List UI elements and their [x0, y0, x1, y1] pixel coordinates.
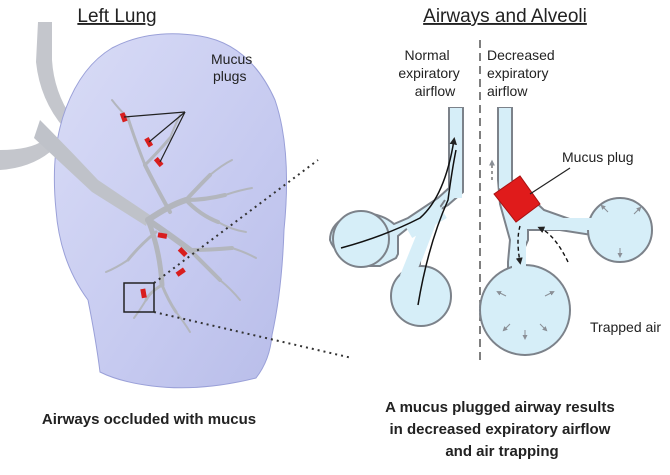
mucus-plug-pointer [529, 167, 571, 195]
mucus-plug-marker [157, 232, 168, 239]
zoom-box [123, 282, 155, 313]
mucus-plugs-label: Mucus plugs [211, 51, 256, 84]
bronchial-tree [105, 99, 257, 333]
left-panel: Left Lung Mucus plugs Airways occluded w… [0, 6, 353, 428]
normal-airflow-label: Normal expiratory airflow [398, 47, 463, 99]
mucus-plug-marker [177, 247, 188, 257]
mucus-plug [493, 175, 541, 223]
mucus-plug-marker [144, 137, 154, 148]
mucus-plug-pointers [123, 111, 186, 163]
left-panel-title: Left Lung [77, 6, 156, 27]
mucus-plug-label: Mucus plug [562, 149, 634, 165]
mucus-plug-marker [140, 288, 147, 299]
trapped-air-label: Trapped air [590, 319, 661, 335]
normal-airflow-label-line: Normal [404, 47, 449, 63]
normal-airway [328, 107, 464, 327]
mucus-plugs-label-line: Mucus [211, 51, 252, 67]
decreased-airflow-label-line: airflow [487, 83, 528, 99]
right-panel-caption-line: in decreased expiratory airflow [389, 421, 610, 438]
right-panel-caption-line: A mucus plugged airway results [385, 399, 615, 416]
mucus-plugs [119, 112, 188, 299]
normal-flow-arrows [340, 137, 457, 306]
trachea [0, 22, 72, 170]
plugged-airway [479, 107, 653, 356]
decreased-airflow-label-line: Decreased [487, 47, 555, 63]
trapped-air-arrows [515, 225, 569, 265]
normal-airflow-label-line: expiratory [398, 65, 459, 81]
pressure-arrows [496, 204, 642, 340]
right-panel-caption-line: and air trapping [445, 443, 558, 460]
right-panel-title: Airways and Alveoli [423, 6, 587, 27]
mucus-plug-marker [119, 112, 128, 123]
mucus-plug-marker [175, 267, 186, 277]
right-panel: Airways and Alveoli [328, 6, 661, 460]
mucus-plugs-label-line: plugs [213, 68, 246, 84]
left-panel-caption: Airways occluded with mucus [42, 411, 256, 428]
trapped-alveolus-lower [479, 264, 571, 356]
decreased-airflow-label: Decreased expiratory airflow [487, 47, 559, 99]
normal-alveolus-lower [390, 265, 452, 327]
normal-alveolus-upper [332, 210, 390, 268]
right-panel-caption: A mucus plugged airway results in decrea… [385, 399, 619, 460]
zoom-lines [153, 159, 353, 359]
main-bronchus [34, 120, 150, 226]
mucus-plug-marker [153, 157, 164, 168]
normal-airflow-label-line: airflow [415, 83, 456, 99]
decreased-airflow-label-line: expiratory [487, 65, 548, 81]
